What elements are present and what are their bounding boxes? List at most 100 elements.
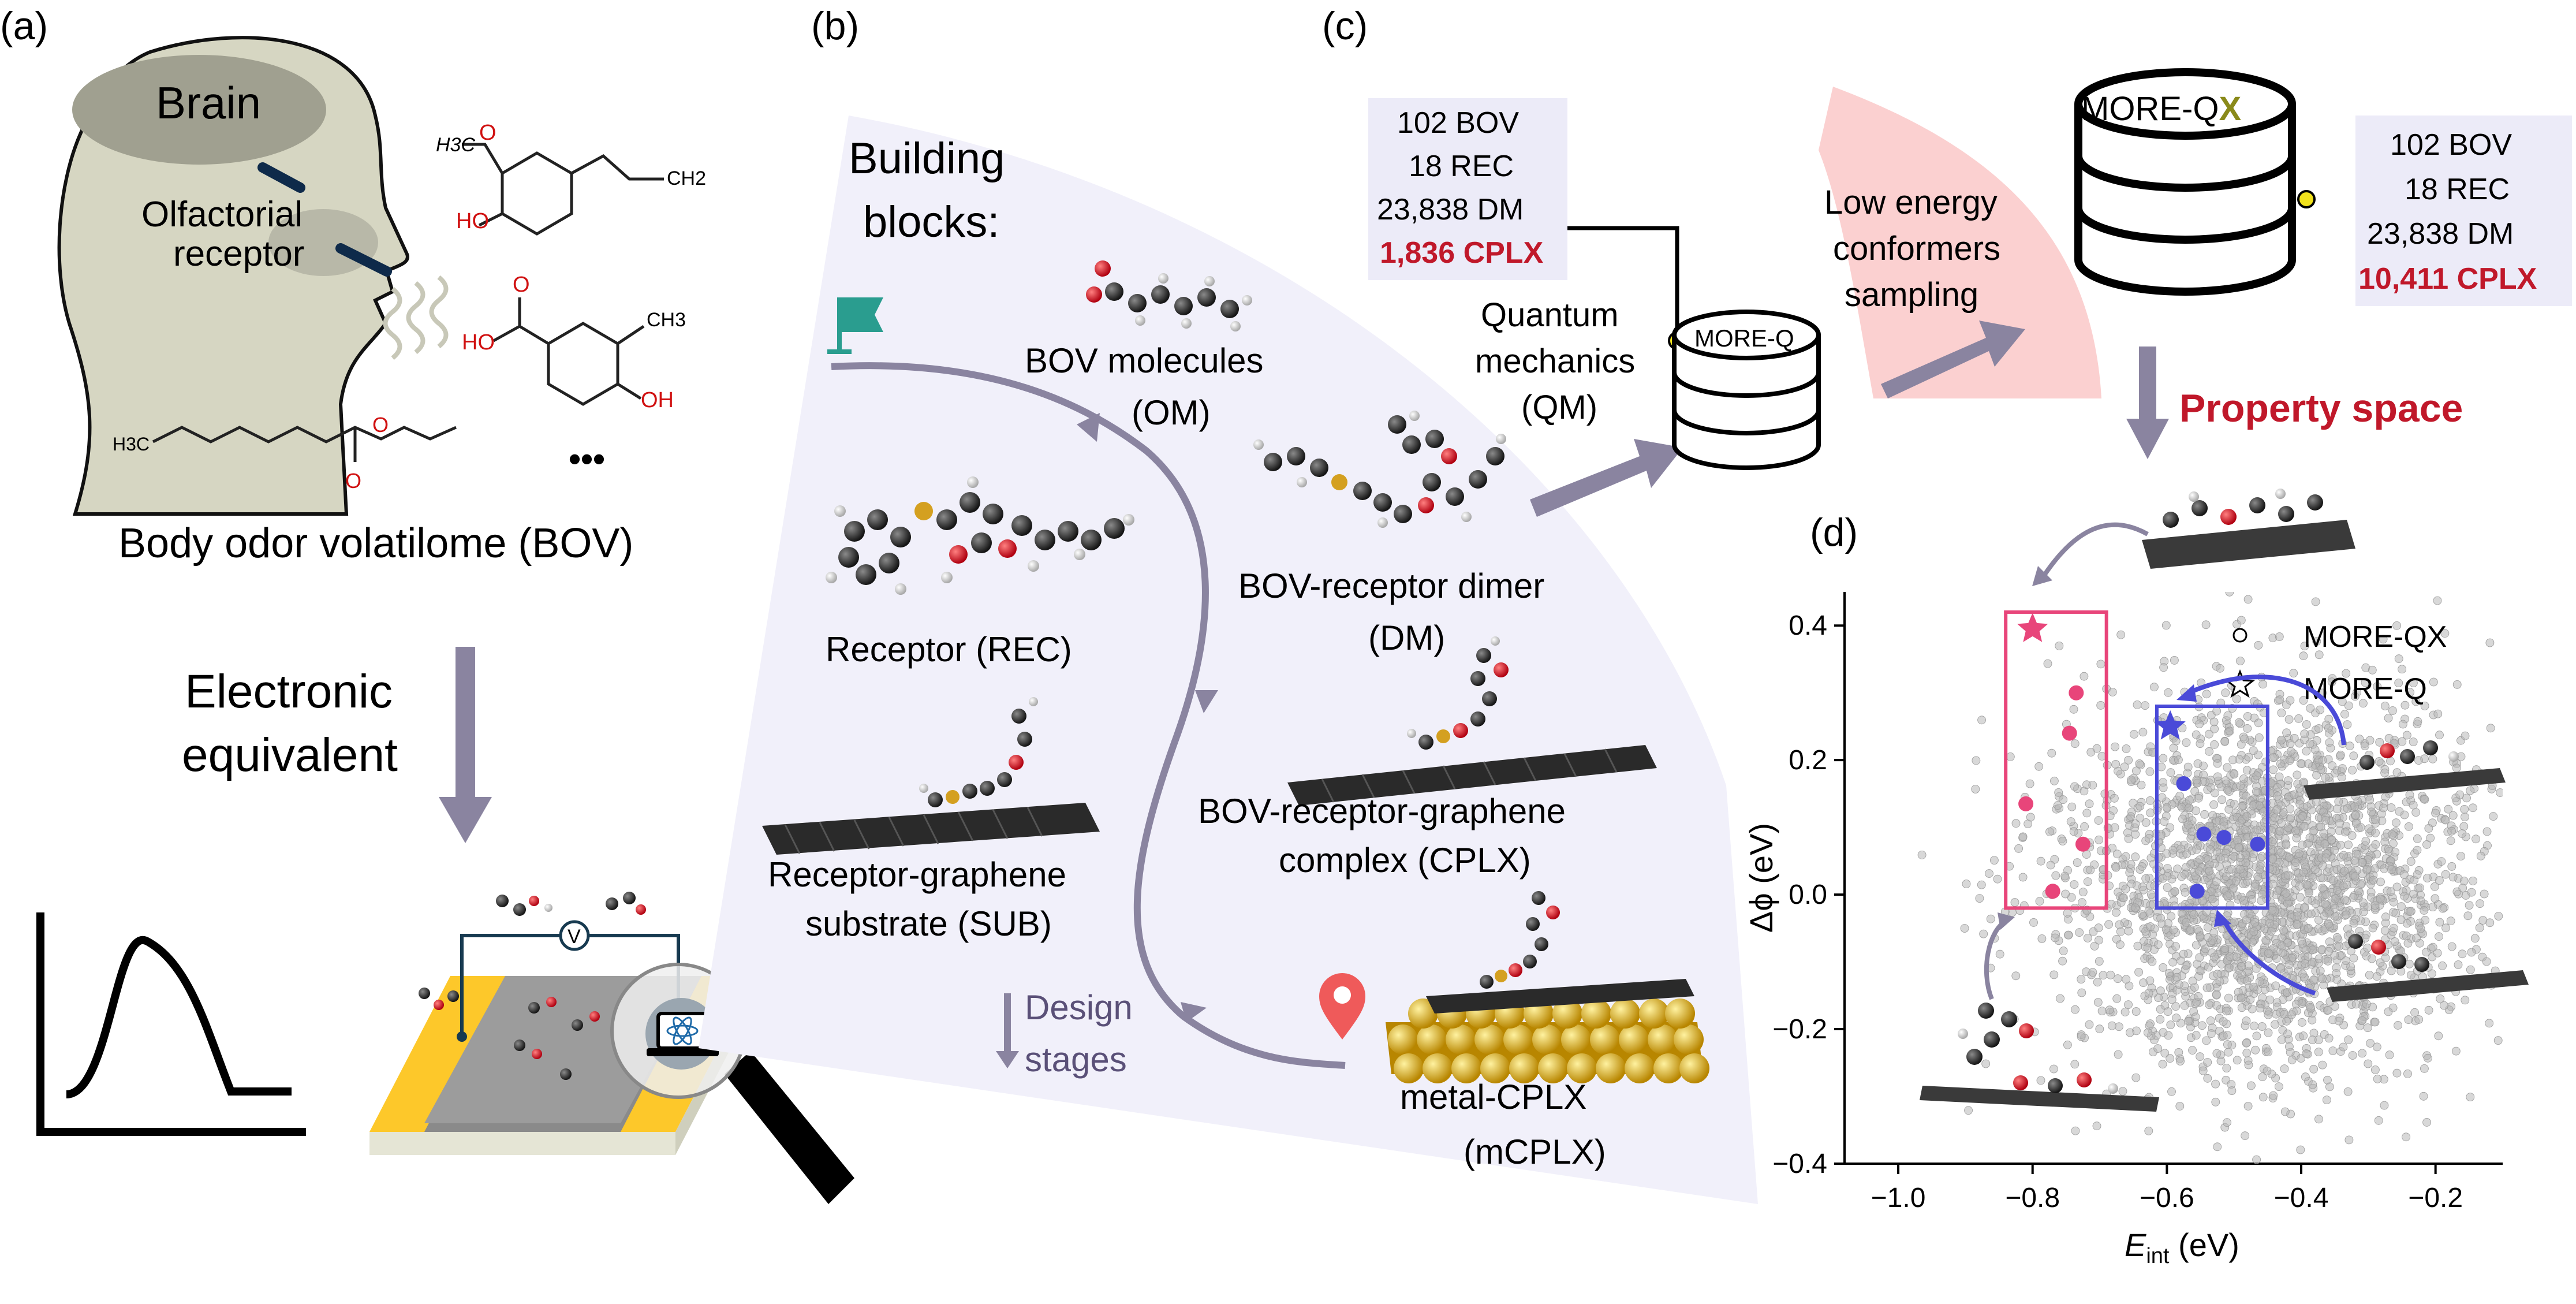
- property-arrow-head: [2126, 419, 2169, 459]
- bg-point: [2195, 953, 2204, 962]
- bg-point: [2153, 1044, 2163, 1053]
- voltmeter-label: V: [568, 926, 581, 948]
- bg-point: [2232, 892, 2242, 900]
- mol-label-h3c: H3C: [436, 134, 475, 156]
- bg-point: [2335, 819, 2344, 828]
- bg-point: [2424, 824, 2433, 833]
- bg-point: [2242, 977, 2252, 985]
- bg-point: [2364, 1059, 2373, 1068]
- bg-point: [2361, 678, 2370, 687]
- bg-point: [2409, 889, 2418, 899]
- bg-point: [2243, 595, 2253, 604]
- bg-point: [2344, 701, 2353, 710]
- bg-point: [2263, 1067, 2272, 1075]
- bg-point: [2327, 827, 2336, 836]
- mol-label-ch2: CH2: [667, 167, 706, 189]
- bg-point: [2275, 695, 2284, 704]
- bg-point: [2141, 701, 2150, 710]
- bg-point: [2122, 975, 2131, 984]
- bg-point: [2241, 1131, 2250, 1141]
- bg-point: [2350, 802, 2359, 811]
- bg-point: [2391, 818, 2400, 828]
- bg-point: [2376, 877, 2385, 886]
- molecule-dm: [1253, 411, 1506, 528]
- bg-point: [2011, 971, 2021, 981]
- bg-point: [2420, 1064, 2429, 1073]
- inset-right-molecule-2: [2327, 934, 2529, 1002]
- bg-point: [2268, 880, 2278, 889]
- bg-point: [2398, 665, 2407, 674]
- bg-point: [2285, 917, 2294, 926]
- sampling-arrow: [1881, 321, 2025, 398]
- bg-point: [2359, 907, 2368, 916]
- bg-point: [2302, 747, 2311, 756]
- bg-point: [2179, 949, 2188, 959]
- design-path: [831, 362, 1346, 1069]
- panel-label-b: (b): [811, 4, 859, 48]
- bg-point: [2144, 1126, 2153, 1135]
- bg-point: [2234, 718, 2243, 727]
- bg-point: [2343, 720, 2352, 729]
- bg-point: [2183, 762, 2193, 772]
- bg-point: [2305, 739, 2314, 748]
- bg-point: [2121, 852, 2130, 861]
- bg-point: [2108, 688, 2117, 696]
- bg-point: [2166, 768, 2175, 777]
- bg-point: [2236, 781, 2245, 790]
- bg-point: [2402, 731, 2411, 740]
- bg-point: [2248, 895, 2257, 904]
- bg-point: [2319, 873, 2327, 882]
- mcplx-label-2: (mCPLX): [1464, 1132, 1606, 1171]
- bg-point: [2299, 822, 2308, 831]
- bg-point: [2286, 931, 2295, 940]
- bg-point: [2415, 883, 2424, 892]
- mcplx-label-1: metal-CPLX: [1400, 1078, 1586, 1116]
- bg-point: [2298, 840, 2307, 850]
- bg-point: [2251, 1045, 2260, 1055]
- bg-point: [2224, 805, 2234, 814]
- bg-point: [2161, 621, 2171, 630]
- bg-point: [2223, 785, 2232, 795]
- bg-point: [2205, 1000, 2214, 1009]
- bg-point: [2198, 1021, 2207, 1030]
- bg-point: [2166, 1020, 2175, 1029]
- design-path-arrow-1: [1077, 413, 1100, 442]
- y-tick-label: 0.0: [1789, 880, 1827, 910]
- bg-point: [2485, 918, 2495, 927]
- bg-point: [2343, 1087, 2353, 1096]
- bg-point: [2223, 891, 2232, 900]
- bg-point: [2298, 970, 2307, 978]
- design-stages-1: Design: [1025, 988, 1133, 1027]
- bg-point: [2226, 952, 2235, 962]
- bg-point: [2252, 772, 2261, 780]
- bg-point: [2212, 1049, 2222, 1058]
- bg-point: [2202, 983, 2212, 992]
- graphene-cplx: [1287, 636, 1657, 806]
- bg-point: [2096, 701, 2105, 710]
- bg-point: [2221, 688, 2230, 697]
- bg-point: [2454, 960, 2463, 969]
- bg-point: [2356, 823, 2365, 832]
- bg-point: [2237, 993, 2246, 1003]
- bg-point: [2299, 1031, 2308, 1040]
- bg-point: [2316, 765, 2325, 774]
- molecule-eugenol: [462, 143, 664, 236]
- bg-point: [2049, 776, 2059, 785]
- bg-point: [2249, 746, 2258, 755]
- pink-point: [2018, 796, 2034, 811]
- bg-point: [2258, 1093, 2268, 1102]
- bg-point: [2324, 1034, 2334, 1043]
- bg-point: [2257, 896, 2266, 905]
- bg-point: [2371, 840, 2380, 849]
- bg-point: [2328, 761, 2337, 770]
- bg-point: [2286, 747, 2295, 756]
- bg-point: [2094, 923, 2103, 932]
- ellipsis: •••: [569, 439, 605, 478]
- database-more-qx-label: MORE-QX: [2081, 90, 2241, 128]
- bg-point: [2340, 828, 2350, 837]
- bg-point: [2461, 813, 2469, 821]
- bg-point: [2293, 770, 2302, 780]
- bg-point: [2342, 910, 2351, 919]
- bg-point: [2435, 932, 2443, 941]
- bg-point: [2268, 837, 2277, 846]
